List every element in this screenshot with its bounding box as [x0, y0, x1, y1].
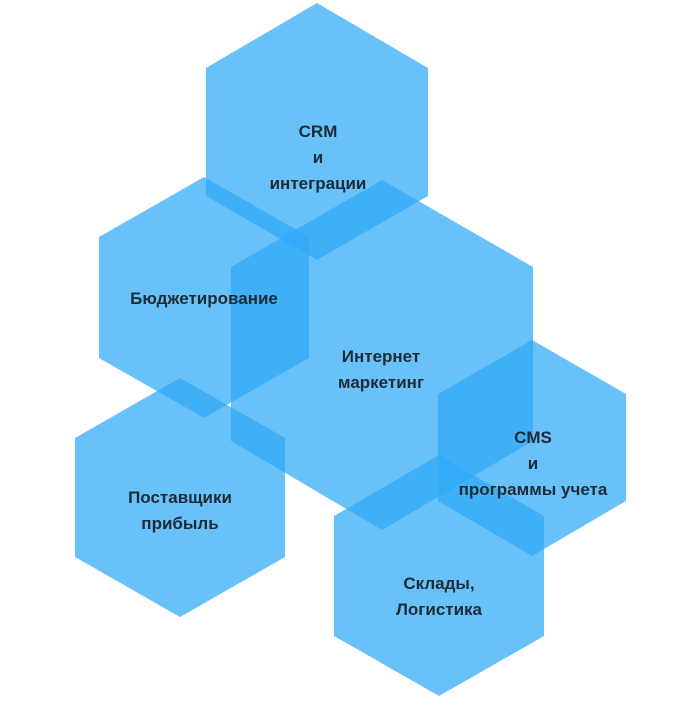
- node-cms-line-2: и: [527, 454, 539, 473]
- hexagon-suppliers: [75, 378, 285, 617]
- node-suppliers-line-2: прибыль: [141, 514, 219, 533]
- node-crm-line-3: интеграции: [269, 174, 367, 193]
- hexagon-warehouse: [334, 455, 544, 696]
- node-label-crm: CRM и интеграции: [270, 119, 367, 197]
- node-label-suppliers: Поставщики прибыль: [128, 485, 232, 537]
- node-cms-line-1: CMS: [514, 428, 552, 447]
- node-crm-line-1: CRM: [298, 122, 338, 141]
- node-label-warehouse: Склады, Логистика: [396, 571, 482, 623]
- node-suppliers-line-1: Поставщики: [128, 488, 232, 507]
- node-internet-line-1: Интернет: [341, 347, 421, 366]
- node-warehouse-line-2: Логистика: [395, 600, 483, 619]
- node-crm-line-2: и: [312, 148, 324, 167]
- node-label-cms: CMS и программы учета: [459, 425, 608, 503]
- node-internet-line-2: маркетинг: [337, 373, 425, 392]
- node-warehouse-line-1: Склады,: [403, 574, 475, 593]
- node-cms-line-3: программы учета: [458, 480, 608, 499]
- node-label-budget: Бюджетирование: [130, 286, 278, 312]
- node-label-internet: Интернет маркетинг: [338, 344, 424, 396]
- node-budget-line-1: Бюджетирование: [130, 289, 278, 308]
